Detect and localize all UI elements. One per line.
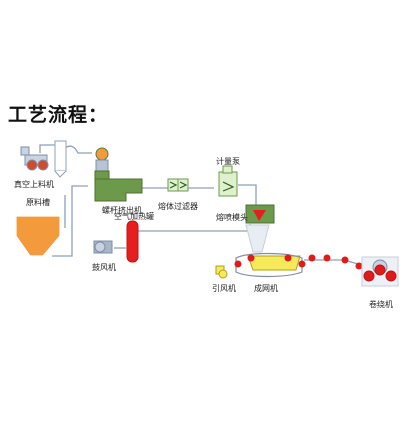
vacuum-loader-cone	[54, 170, 67, 178]
collector-belt	[235, 252, 303, 278]
winder-roll-main	[374, 264, 386, 276]
hopper-base	[94, 170, 110, 180]
spinneret-nozzle	[253, 210, 266, 221]
winder: 卷绕机	[361, 256, 399, 309]
hopper-neck	[95, 159, 109, 173]
vacuum-loader-wheel-right	[37, 159, 49, 171]
vacuum-loader-wheel-left	[26, 159, 38, 171]
melt-filter: 熔体过滤器	[158, 178, 198, 211]
label-web-former: 成网机	[254, 283, 278, 293]
metering-pump: 计量泵	[216, 156, 240, 197]
web-former: 成网机	[234, 252, 363, 293]
vacuum-loader-column	[54, 140, 67, 172]
label-suction-fan: 引风机	[212, 283, 236, 293]
vacuum-loader-box	[20, 146, 30, 156]
metering-pump-cap	[222, 165, 233, 174]
pipe-raw-feed	[52, 185, 88, 257]
extruder-body	[94, 178, 143, 202]
vacuum-loader: 真空上料机	[14, 140, 67, 189]
label-extruder: 螺杆挤出机	[102, 205, 142, 215]
spinneret: 熔喷模头	[216, 204, 275, 253]
winder-roll-left	[363, 270, 375, 282]
melt-filter-right	[177, 178, 189, 192]
suction-fan-wheel	[218, 269, 228, 279]
metering-pump-arrow	[222, 181, 235, 192]
transfer-roll-2	[323, 254, 331, 262]
former-roll-2	[247, 254, 255, 262]
melt-filter-arrows	[169, 181, 188, 189]
label-spinneret: 熔喷模头	[216, 212, 248, 222]
suction-fan: 引风机	[212, 265, 236, 293]
fiber-stream	[245, 224, 270, 253]
transfer-roll-3	[341, 256, 349, 264]
transfer-roll-4	[355, 262, 363, 270]
page-title: 工艺流程：	[8, 104, 109, 126]
raw-tank-body	[15, 215, 61, 257]
air-heater: 空气加热罐	[114, 211, 154, 263]
label-melt-filter: 熔体过滤器	[158, 201, 198, 211]
pipe-pump-to-die	[238, 184, 257, 205]
label-metering-pump: 计量泵	[216, 156, 240, 166]
blower: 鼓风机	[92, 240, 116, 272]
pipe-lines	[39, 144, 373, 269]
extruder: 螺杆挤出机	[94, 147, 143, 215]
blower-fan	[94, 241, 106, 253]
transfer-roll-1	[308, 254, 316, 262]
pipe-loader-to-hopper	[63, 145, 92, 154]
label-winder: 卷绕机	[369, 299, 393, 309]
former-roll-3	[284, 254, 292, 262]
raw-tank: 原料槽	[15, 197, 61, 257]
label-air-heater: 空气加热罐	[114, 211, 154, 221]
air-heater-tank	[126, 220, 139, 263]
collector-tray	[247, 255, 301, 271]
label-blower: 鼓风机	[92, 262, 116, 272]
pipe-air-to-die	[138, 224, 251, 232]
label-vacuum-loader: 真空上料机	[14, 179, 54, 189]
label-raw-tank: 原料槽	[26, 197, 50, 207]
winder-roll-right	[385, 270, 397, 282]
hopper-top	[95, 147, 109, 161]
former-roll-left	[234, 260, 242, 268]
former-roll-right	[298, 260, 306, 268]
